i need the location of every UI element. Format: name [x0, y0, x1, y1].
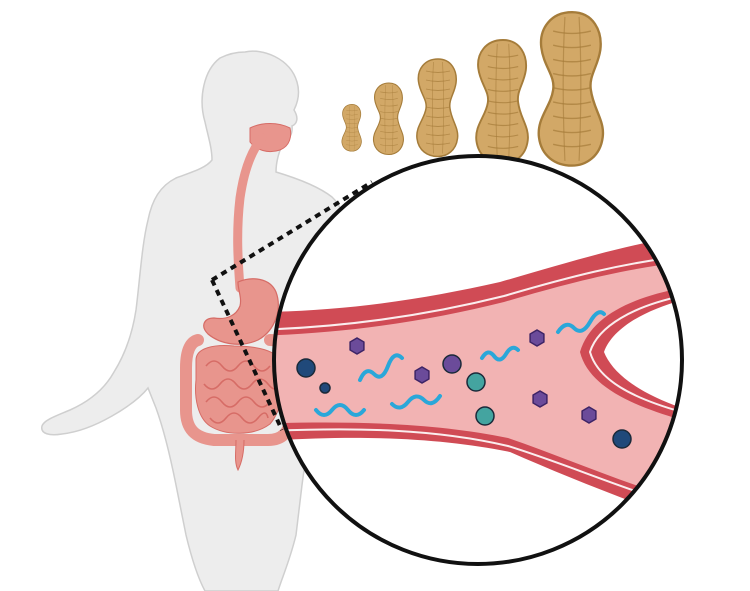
round-particle-icon [296, 358, 316, 378]
hexagon-particle-icon [414, 366, 430, 384]
intestine-loop [209, 412, 269, 424]
round-particle-icon [442, 354, 462, 374]
peanut-icon [416, 58, 459, 158]
magnified-view [274, 156, 682, 564]
zoom-pointer-lines [210, 180, 374, 431]
peanut-group [341, 11, 605, 167]
particle-group [296, 310, 632, 449]
blood-vessel-icon [274, 236, 682, 520]
round-particle-icon [475, 406, 495, 426]
intestine-loop [205, 360, 271, 372]
intestine-loop [203, 378, 279, 390]
intestine-loop [205, 396, 271, 408]
round-particle-icon [466, 372, 486, 392]
wavy-fragment-icon [480, 345, 520, 362]
hexagon-particle-icon [529, 329, 545, 347]
hexagon-particle-icon [581, 406, 597, 424]
round-particle-icon [319, 382, 331, 394]
peanut-icon [537, 11, 605, 167]
peanut-icon [475, 39, 529, 165]
peanut-icon [372, 82, 404, 156]
wavy-fragment-icon [314, 403, 366, 417]
hexagon-particle-icon [532, 390, 548, 408]
hexagon-particle-icon [349, 337, 365, 355]
peanut-icon [341, 104, 362, 152]
wavy-fragment-icon [358, 353, 404, 382]
round-particle-icon [612, 429, 632, 449]
magnifier-circle-icon [272, 154, 684, 566]
wavy-fragment-icon [556, 310, 606, 334]
wavy-fragment-icon [390, 394, 442, 410]
